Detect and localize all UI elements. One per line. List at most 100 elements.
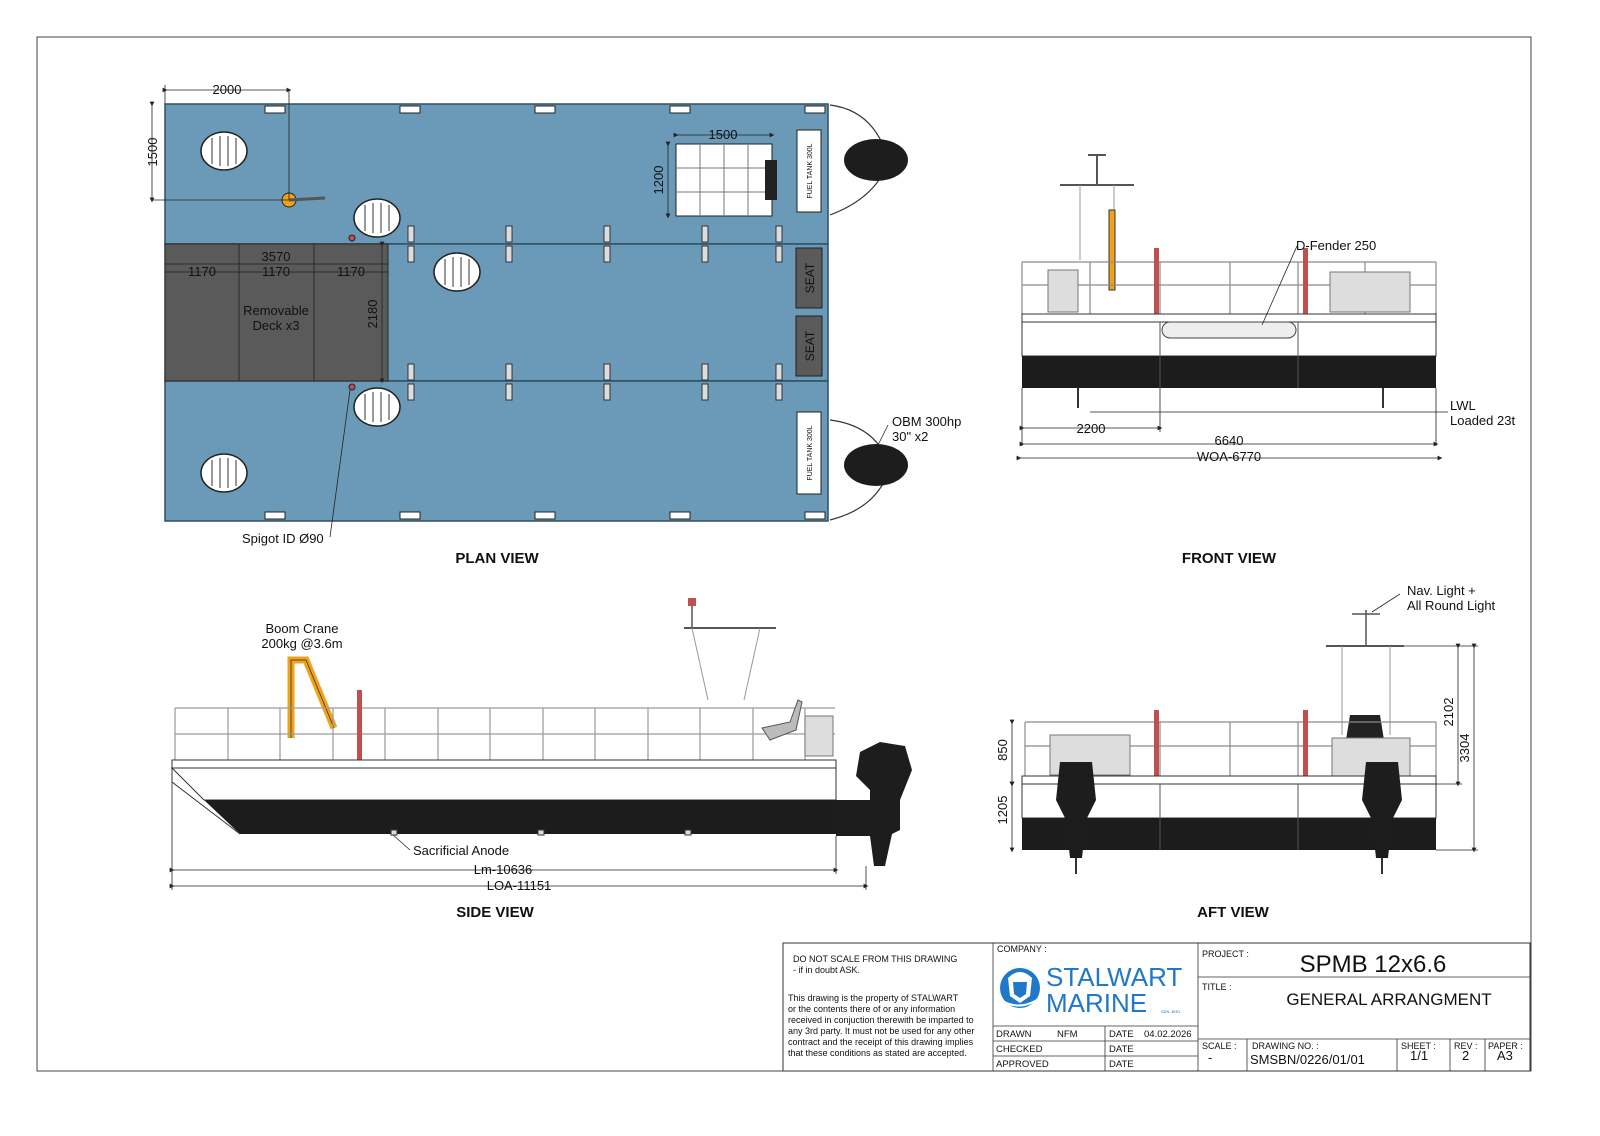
drawn-date: 04.02.2026: [1144, 1029, 1192, 1040]
drawn-label: DRAWN: [996, 1029, 1032, 1040]
front-fender-post-1: [1154, 248, 1159, 314]
project-label: PROJECT :: [1202, 949, 1249, 959]
dim-2180: 2180: [365, 300, 380, 329]
rev-value: 2: [1462, 1048, 1469, 1063]
aft-outboard-1: [1056, 762, 1096, 858]
disclaimer-line-1: This drawing is the property of STALWART: [788, 993, 959, 1003]
crane-label-1: Boom Crane: [266, 621, 339, 636]
warning-line-2: - if in doubt ASK.: [793, 965, 860, 975]
side-view-title: SIDE VIEW: [456, 904, 534, 921]
drawing-no-label: DRAWING NO. :: [1252, 1041, 1319, 1051]
paper-value: A3: [1497, 1048, 1513, 1063]
dim-1170-b: 1170: [262, 264, 290, 279]
d-fender: [1161, 321, 1297, 339]
fuel-tank-bottom: [796, 411, 822, 495]
dim-1200-hatch: 1200: [651, 166, 666, 195]
nav-light-label-2: All Round Light: [1407, 598, 1496, 613]
dim-2102: 2102: [1441, 698, 1456, 727]
aft-fender-post-2: [1303, 710, 1308, 776]
disclaimer-line-3: received in conjuction therewith be impa…: [788, 1015, 974, 1025]
side-hull-upper: [170, 767, 837, 801]
outboard-motor-top: [844, 139, 908, 181]
side-hull-lower: [204, 800, 836, 834]
company-name-line-2: MARINE: [1046, 988, 1147, 1018]
disclaimer-line-4: any 3rd party. It must not be used for a…: [788, 1026, 974, 1036]
removable-deck-label-2: Deck x3: [253, 318, 300, 333]
drawing-no-value: SMSBN/0226/01/01: [1250, 1052, 1365, 1067]
dim-2200: 2200: [1077, 421, 1106, 436]
aft-outboard-2: [1362, 762, 1402, 858]
front-crane: [1108, 209, 1116, 291]
dim-woa: WOA-6770: [1197, 449, 1261, 464]
removable-deck-label-1: Removable: [243, 303, 309, 318]
lwl-label-1: LWL: [1450, 398, 1476, 413]
side-fender-post: [357, 690, 362, 760]
d-fender-label: D-Fender 250: [1296, 238, 1376, 253]
dim-2000: 2000: [213, 82, 242, 97]
dim-1500-hatch: 1500: [709, 127, 738, 142]
paper-label: PAPER :: [1488, 1041, 1523, 1051]
cleats: [264, 105, 826, 520]
dim-loa: LOA-11151: [487, 878, 552, 893]
fuel-tank-bottom-label: FUEL TANK 300L: [807, 425, 814, 480]
drawn-date-label: DATE: [1109, 1029, 1134, 1040]
aft-hull-lower: [1022, 818, 1436, 850]
drawn-value: NFM: [1057, 1029, 1078, 1040]
front-fender-post-2: [1303, 248, 1308, 314]
aft-view: Nav. Light + All Round Light 850 1205 21…: [995, 583, 1496, 921]
outboard-motor-bottom: [844, 444, 908, 486]
scale-label: SCALE :: [1202, 1041, 1237, 1051]
dim-lm: Lm-10636: [474, 862, 533, 877]
front-view-title: FRONT VIEW: [1182, 550, 1277, 567]
aft-fender-post-1: [1154, 710, 1159, 776]
dim-850: 850: [995, 739, 1010, 761]
title-value: GENERAL ARRANGMENT: [1286, 990, 1491, 1009]
front-view: D-Fender 250 LWL Loaded 23t 2200 6640 WO…: [1016, 154, 1515, 567]
side-crane: [287, 656, 338, 738]
warning-line-1: DO NOT SCALE FROM THIS DRAWING: [793, 954, 957, 964]
checked-date-label: DATE: [1109, 1044, 1134, 1055]
project-value: SPMB 12x6.6: [1300, 951, 1447, 978]
company-name-line-1: STALWART: [1046, 962, 1182, 992]
company-label: COMPANY :: [997, 944, 1047, 954]
dim-6640: 6640: [1215, 433, 1244, 448]
manhole-grilles: [211, 136, 470, 488]
spigot-label: Spigot ID Ø90: [242, 531, 324, 546]
anode-label: Sacrificial Anode: [413, 843, 509, 858]
company-name-suffix: SDN. BHD.: [1161, 1009, 1181, 1014]
fuel-tank-top-label: FUEL TANK 300L: [807, 143, 814, 198]
seat-1: [795, 247, 823, 309]
spigot-bottom: [348, 383, 356, 391]
disclaimer-line-2: or the contents there of or any informat…: [788, 1004, 955, 1014]
dim-1170-c: 1170: [337, 264, 365, 279]
title-block: DO NOT SCALE FROM THIS DRAWING - if in d…: [782, 942, 1531, 1072]
obm-label-1: OBM 300hp: [892, 414, 961, 429]
crane-label-2: 200kg @3.6m: [261, 636, 342, 651]
side-view: Boom Crane 200kg @3.6m Sacrificial Anode…: [169, 598, 912, 921]
removable-deck: [164, 243, 389, 382]
aft-view-title: AFT VIEW: [1197, 904, 1270, 921]
side-outboard: [836, 742, 912, 866]
pontoon-connectors: [407, 225, 783, 401]
title-label: TITLE :: [1202, 982, 1232, 992]
fuel-tank-top: [796, 129, 822, 213]
nav-light-label-1: Nav. Light +: [1407, 583, 1476, 598]
front-hull-lower: [1022, 356, 1436, 388]
plan-view-title: PLAN VIEW: [455, 550, 539, 567]
checked-label: CHECKED: [996, 1044, 1043, 1055]
dim-1500-side: 1500: [145, 138, 160, 167]
sheet-value: 1/1: [1410, 1048, 1428, 1063]
company-logo: STALWART MARINE SDN. BHD.: [1000, 962, 1182, 1018]
dim-3570: 3570: [262, 249, 291, 264]
side-railings: [174, 707, 835, 760]
plan-view: 2000 1500 1500 1200 3570 1170 1170 1170 …: [145, 82, 961, 567]
dim-1205: 1205: [995, 796, 1010, 825]
sheet-label: SHEET :: [1401, 1041, 1436, 1051]
seat-1-label: SEAT: [803, 262, 817, 293]
pontoon-bottom: [164, 380, 829, 522]
lwl-label-2: Loaded 23t: [1450, 413, 1515, 428]
approved-date-label: DATE: [1109, 1059, 1134, 1070]
scale-value: -: [1208, 1050, 1212, 1065]
rev-label: REV :: [1454, 1041, 1478, 1051]
